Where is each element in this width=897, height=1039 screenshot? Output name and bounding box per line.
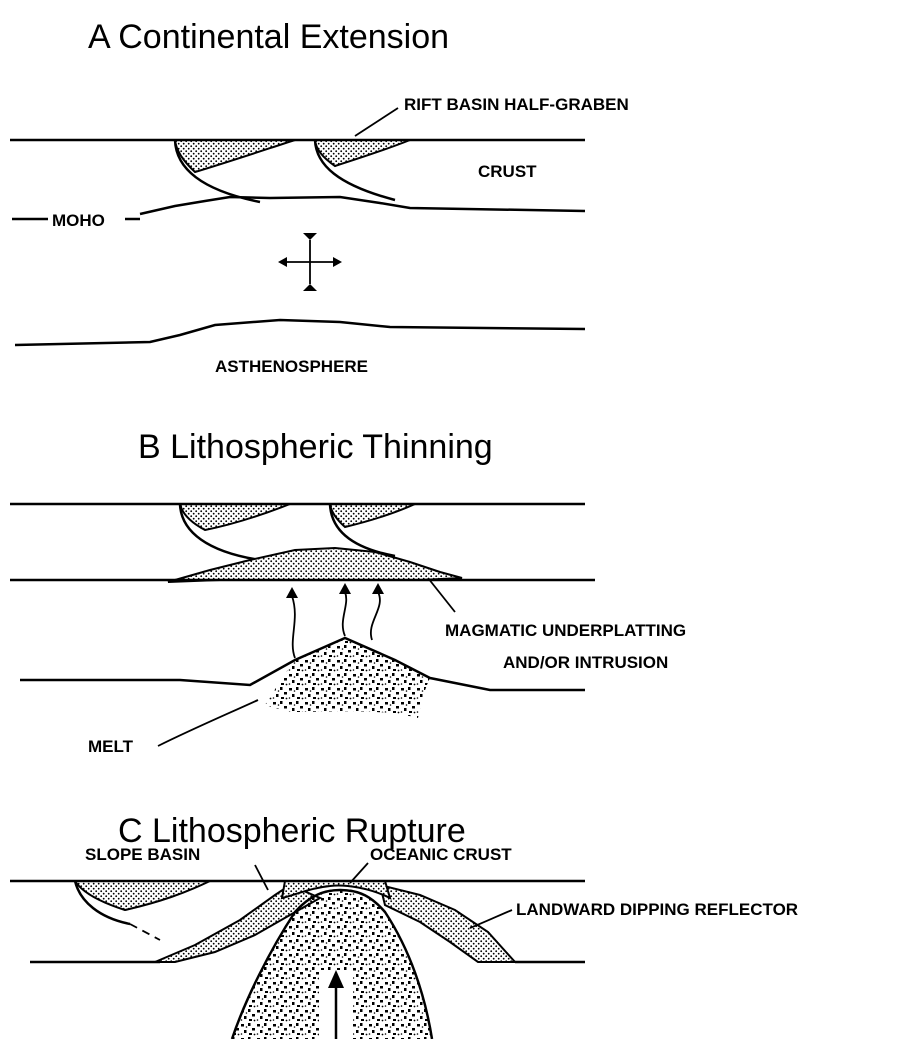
- underplating-body: [168, 548, 462, 582]
- panel-b: B Lithospheric Thinning MAGMATIC UNDERPL…: [10, 428, 686, 756]
- melt-leader: [158, 700, 258, 746]
- underplating-label-1: MAGMATIC UNDERPLATTING: [445, 621, 686, 640]
- extension-arrows-icon: [278, 233, 342, 291]
- lithosphere-base-a: [15, 320, 585, 345]
- panel-b-title: B Lithospheric Thinning: [138, 428, 493, 466]
- rift-basin-leader: [355, 108, 398, 136]
- rift-basin-1: [175, 140, 295, 172]
- landward-reflector-label: LANDWARD DIPPING REFLECTOR: [516, 900, 798, 919]
- panel-c: C Lithospheric Rupture SLOPE BASIN OCEAN…: [10, 812, 798, 1039]
- basin-b-1: [180, 504, 290, 530]
- panel-a: A Continental Extension MOHO RIFT BASIN …: [10, 18, 629, 376]
- melt-arrow-3: [371, 592, 380, 640]
- basin-b-2: [330, 504, 415, 527]
- rift-basin-label: RIFT BASIN HALF-GRABEN: [404, 95, 629, 114]
- oceanic-crust-label: OCEANIC CRUST: [370, 845, 512, 864]
- melt-arrow-1: [292, 596, 295, 658]
- moho-line-a: [140, 197, 585, 214]
- melt-label: MELT: [88, 737, 134, 756]
- underplating-label-2: AND/OR INTRUSION: [503, 653, 668, 672]
- melt-arrow-2: [343, 592, 347, 636]
- rift-basin-2: [315, 140, 410, 166]
- fault-c-dashed: [130, 924, 160, 940]
- moho-label: MOHO: [52, 211, 105, 230]
- slope-basin-leader: [255, 865, 268, 890]
- slope-basin-fill: [75, 881, 210, 910]
- underplating-leader: [428, 578, 455, 612]
- upwelling-arrow-icon: [319, 970, 353, 1039]
- panel-a-title: A Continental Extension: [88, 18, 449, 56]
- slope-basin-label: SLOPE BASIN: [85, 845, 200, 864]
- asthenosphere-label: ASTHENOSPHERE: [215, 357, 368, 376]
- crust-label: CRUST: [478, 162, 537, 181]
- landward-reflector-leader: [470, 910, 512, 928]
- melt-zone: [265, 638, 430, 718]
